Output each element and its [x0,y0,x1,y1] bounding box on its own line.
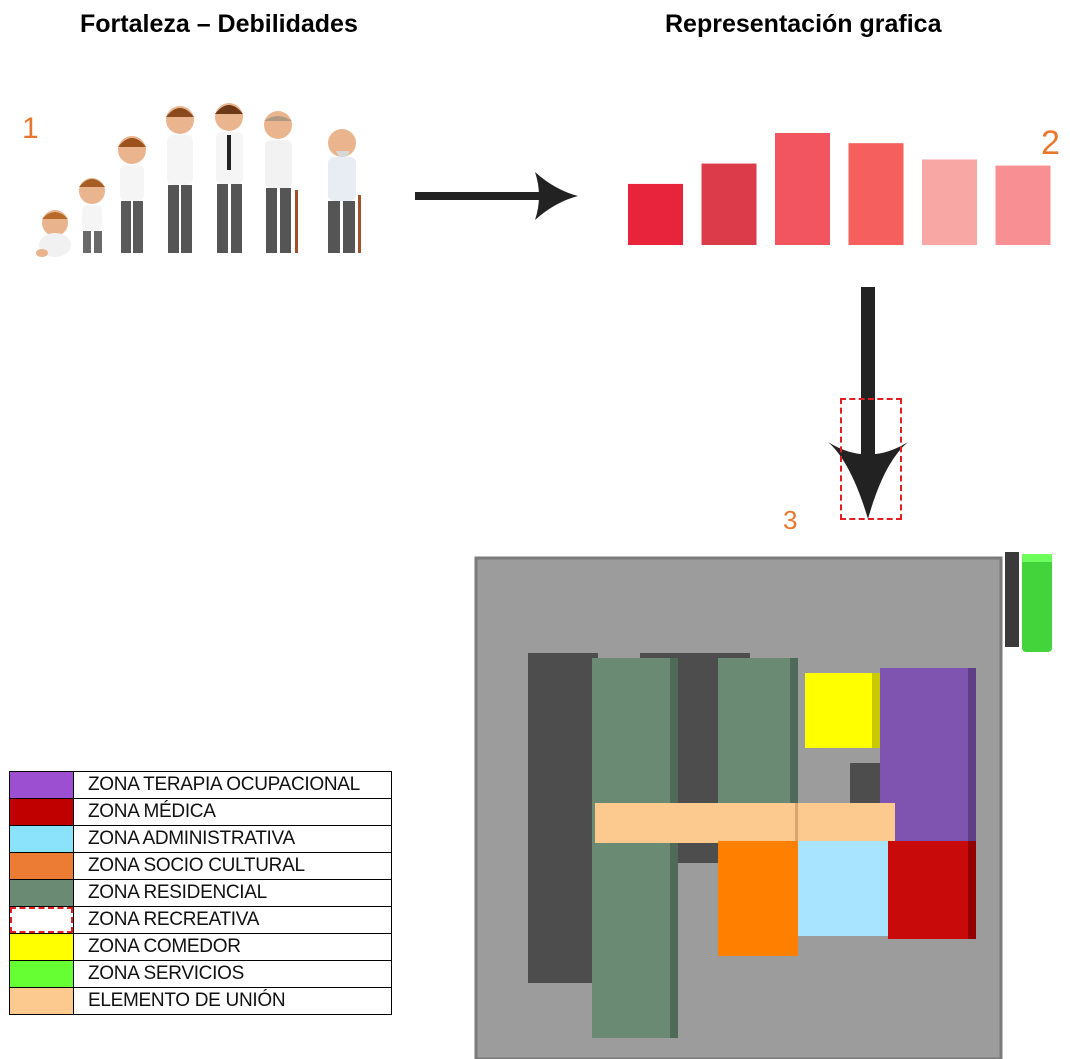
legend-label: ZONA ADMINISTRATIVA [73,825,392,853]
legend-row: ZONA ADMINISTRATIVA [9,825,392,853]
legend-swatch [9,771,74,799]
legend-row: ZONA MÉDICA [9,798,392,826]
elemento-union-block [595,803,895,843]
legend-label: ELEMENTO DE UNIÓN [73,987,392,1015]
step-number-1: 1 [22,112,39,145]
zona-servicios-block [1022,554,1052,652]
older-man-figure [264,111,298,253]
elderly-man-figure [328,129,361,253]
legend-swatch [9,933,74,961]
legend-swatch [9,852,74,880]
legend-swatch [9,906,74,934]
legend-row: ZONA COMEDOR [9,933,392,961]
zona-socio-cultural-block [718,841,798,956]
young-man-figure [166,106,194,253]
zona-administrativa-block [798,841,888,936]
legend-label: ZONA SOCIO CULTURAL [73,852,392,880]
legend-label: ZONA COMEDOR [73,933,392,961]
bar-3 [775,133,830,245]
legend-label: ZONA TERAPIA OCUPACIONAL [73,771,392,799]
site-plan [474,552,1052,1059]
step-number-3: 3 [783,505,798,535]
boy-figure [118,136,146,253]
legend-swatch [9,798,74,826]
bar-2 [701,163,757,245]
legend-row: ELEMENTO DE UNIÓN [9,987,392,1015]
legend-label: ZONA SERVICIOS [73,960,392,988]
legend-row: ZONA SERVICIOS [9,960,392,988]
legend-row: ZONA SOCIO CULTURAL [9,852,392,880]
legend-row: ZONA TERAPIA OCUPACIONAL [9,771,392,799]
left-title: Fortaleza – Debilidades [80,10,358,38]
bar-chart [628,133,1051,245]
arrow-down [828,287,908,519]
legend-swatch [9,960,74,988]
legend-row: ZONA RECREATIVA [9,906,392,934]
zona-terapia-ocupacional-block [880,668,976,848]
legend-label: ZONA MÉDICA [73,798,392,826]
baby-figure [36,210,71,257]
zona-residencial-block-1 [592,658,677,1038]
child-figure [79,178,105,253]
adult-man-figure [215,103,243,253]
legend-row: ZONA RESIDENCIAL [9,879,392,907]
recreativa-marker [840,398,902,520]
bar-4 [848,143,904,245]
bar-1 [628,183,683,245]
legend-swatch [9,879,74,907]
bar-6 [995,165,1051,245]
step-number-2: 2 [1041,124,1060,162]
arrow-right [415,172,578,220]
bar-5 [922,159,977,245]
legend-label: ZONA RECREATIVA [73,906,392,934]
legend-swatch [9,987,74,1015]
life-stages-illustration [36,103,361,257]
legend-label: ZONA RESIDENCIAL [73,879,392,907]
right-title: Representación grafica [665,10,942,38]
zona-comedor-block [805,673,880,748]
zona-medica-block [888,841,976,939]
legend-swatch [9,825,74,853]
